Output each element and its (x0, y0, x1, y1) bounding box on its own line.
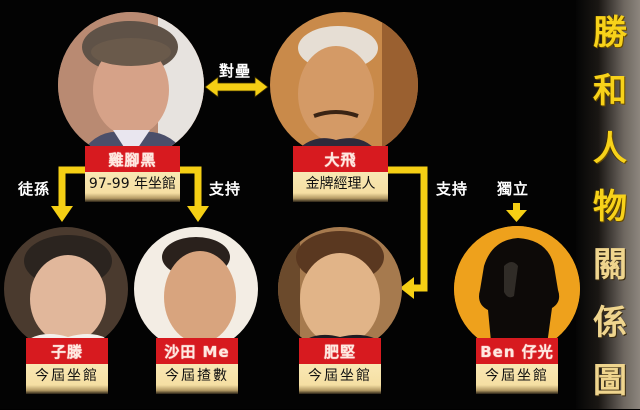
double-arrow-icon (204, 76, 269, 98)
arrowhead-down-icon (187, 206, 209, 222)
relation-label-support-2: 支持 (436, 180, 469, 198)
person-name: Ben 仔光 (476, 338, 558, 364)
title-char: 圖 (593, 361, 627, 401)
person-photo-icon (58, 12, 204, 158)
title-column-shade (576, 0, 640, 409)
arrowhead-left-icon (400, 277, 414, 299)
relation-label-disciple: 徒孫 (18, 180, 51, 198)
portrait-sha-tin-me (134, 227, 258, 351)
portrait-gai-geuk-hak (58, 12, 204, 158)
person-name: 大飛 (293, 146, 388, 172)
person-role: 今屆坐館 (476, 364, 558, 394)
arrow-to-fei-gin (388, 166, 428, 292)
relation-label-independent: 獨立 (497, 180, 530, 198)
person-role: 今屆坐館 (26, 364, 108, 394)
person-photo-icon (278, 227, 402, 351)
portrait-zi-tang (4, 227, 128, 351)
silhouette-icon (454, 226, 580, 352)
person-role: 97-99 年坐館 (85, 172, 180, 202)
person-photo-icon (4, 227, 128, 351)
label-fei-gin: 肥堅 今屆坐館 (299, 338, 381, 394)
title-char: 勝 (593, 13, 627, 53)
label-dai-fei: 大飛 金牌經理人 (293, 146, 388, 202)
portrait-ben-jai-gwong (454, 226, 580, 352)
person-name: 肥堅 (299, 338, 381, 364)
diagram-title: 勝 和 人 物 關 係 圖 (590, 4, 630, 409)
arrow-to-sha-tin-me (178, 166, 202, 210)
person-name: 子滕 (26, 338, 108, 364)
title-char: 人 (593, 129, 627, 169)
arrowhead-down-icon (506, 210, 527, 222)
arrow-stem (513, 203, 520, 211)
person-role: 今屆揸數 (156, 364, 238, 394)
person-photo-icon (134, 227, 258, 351)
relation-label-support-1: 支持 (209, 180, 242, 198)
relation-label-rivalry: 對壘 (219, 62, 252, 80)
person-name: 雞腳黑 (85, 146, 180, 172)
label-sha-tin-me: 沙田 Me 今屆揸數 (156, 338, 238, 394)
label-zi-tang: 子滕 今屆坐館 (26, 338, 108, 394)
label-ben-jai-gwong: Ben 仔光 今屆坐館 (476, 338, 558, 394)
title-char: 關 (593, 245, 627, 285)
arrowhead-down-icon (51, 206, 73, 222)
portrait-dai-fei (270, 12, 418, 158)
person-name: 沙田 Me (156, 338, 238, 364)
label-gai-geuk-hak: 雞腳黑 97-99 年坐館 (85, 146, 180, 202)
title-char: 和 (593, 71, 627, 111)
title-char: 係 (593, 303, 627, 343)
person-role: 金牌經理人 (293, 172, 388, 202)
portrait-fei-gin (278, 227, 402, 351)
title-char: 物 (593, 187, 627, 227)
person-role: 今屆坐館 (299, 364, 381, 394)
person-photo-icon (270, 12, 418, 158)
arrow-to-zi-tang (58, 166, 88, 210)
